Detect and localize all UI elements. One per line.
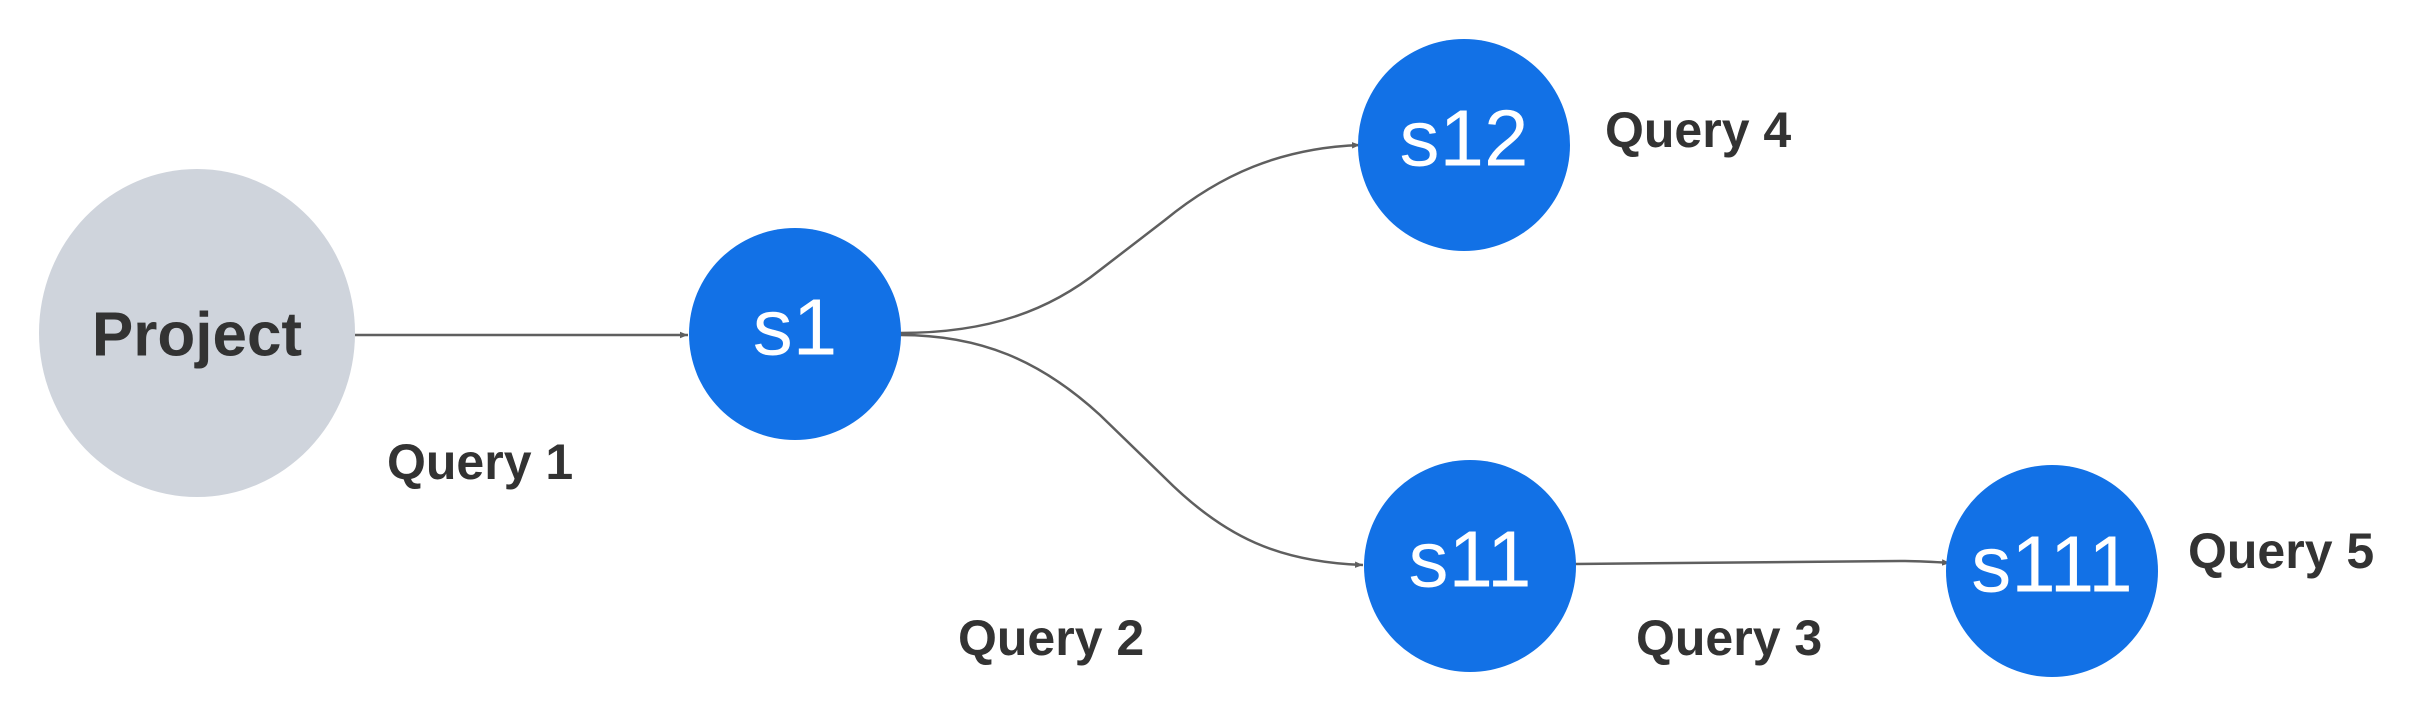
edge-label-query-3: Query 3 <box>1636 610 1822 666</box>
node-s12-label: s12 <box>1400 94 1529 183</box>
node-project-circle <box>39 169 355 497</box>
node-s111[interactable]: s111 <box>1946 465 2158 677</box>
node-s1-circle <box>689 228 901 440</box>
node-s11-circle <box>1364 460 1576 672</box>
edge-s1-to-s12 <box>899 142 1361 335</box>
node-s111-circle <box>1946 465 2158 677</box>
node-s1[interactable]: s1 <box>689 228 901 440</box>
node-project[interactable]: Project <box>39 169 355 497</box>
edge-label-query-2: Query 2 <box>958 610 1144 666</box>
node-s1-label: s1 <box>753 283 838 372</box>
edge-label-query-4: Query 4 <box>1605 102 1791 158</box>
node-s11-label: s11 <box>1408 515 1531 604</box>
node-project-label: Project <box>92 301 302 370</box>
node-s11[interactable]: s11 <box>1364 460 1576 672</box>
node-s111-label: s111 <box>1971 520 2133 609</box>
edge-label-query-5: Query 5 <box>2188 523 2374 579</box>
edge-s11-to-s111 <box>1574 559 1951 566</box>
node-s12[interactable]: s12 <box>1358 39 1570 251</box>
node-s12-circle <box>1358 39 1570 251</box>
edge-s1-to-s11 <box>899 333 1364 568</box>
edge-label-query-1: Query 1 <box>387 434 573 490</box>
